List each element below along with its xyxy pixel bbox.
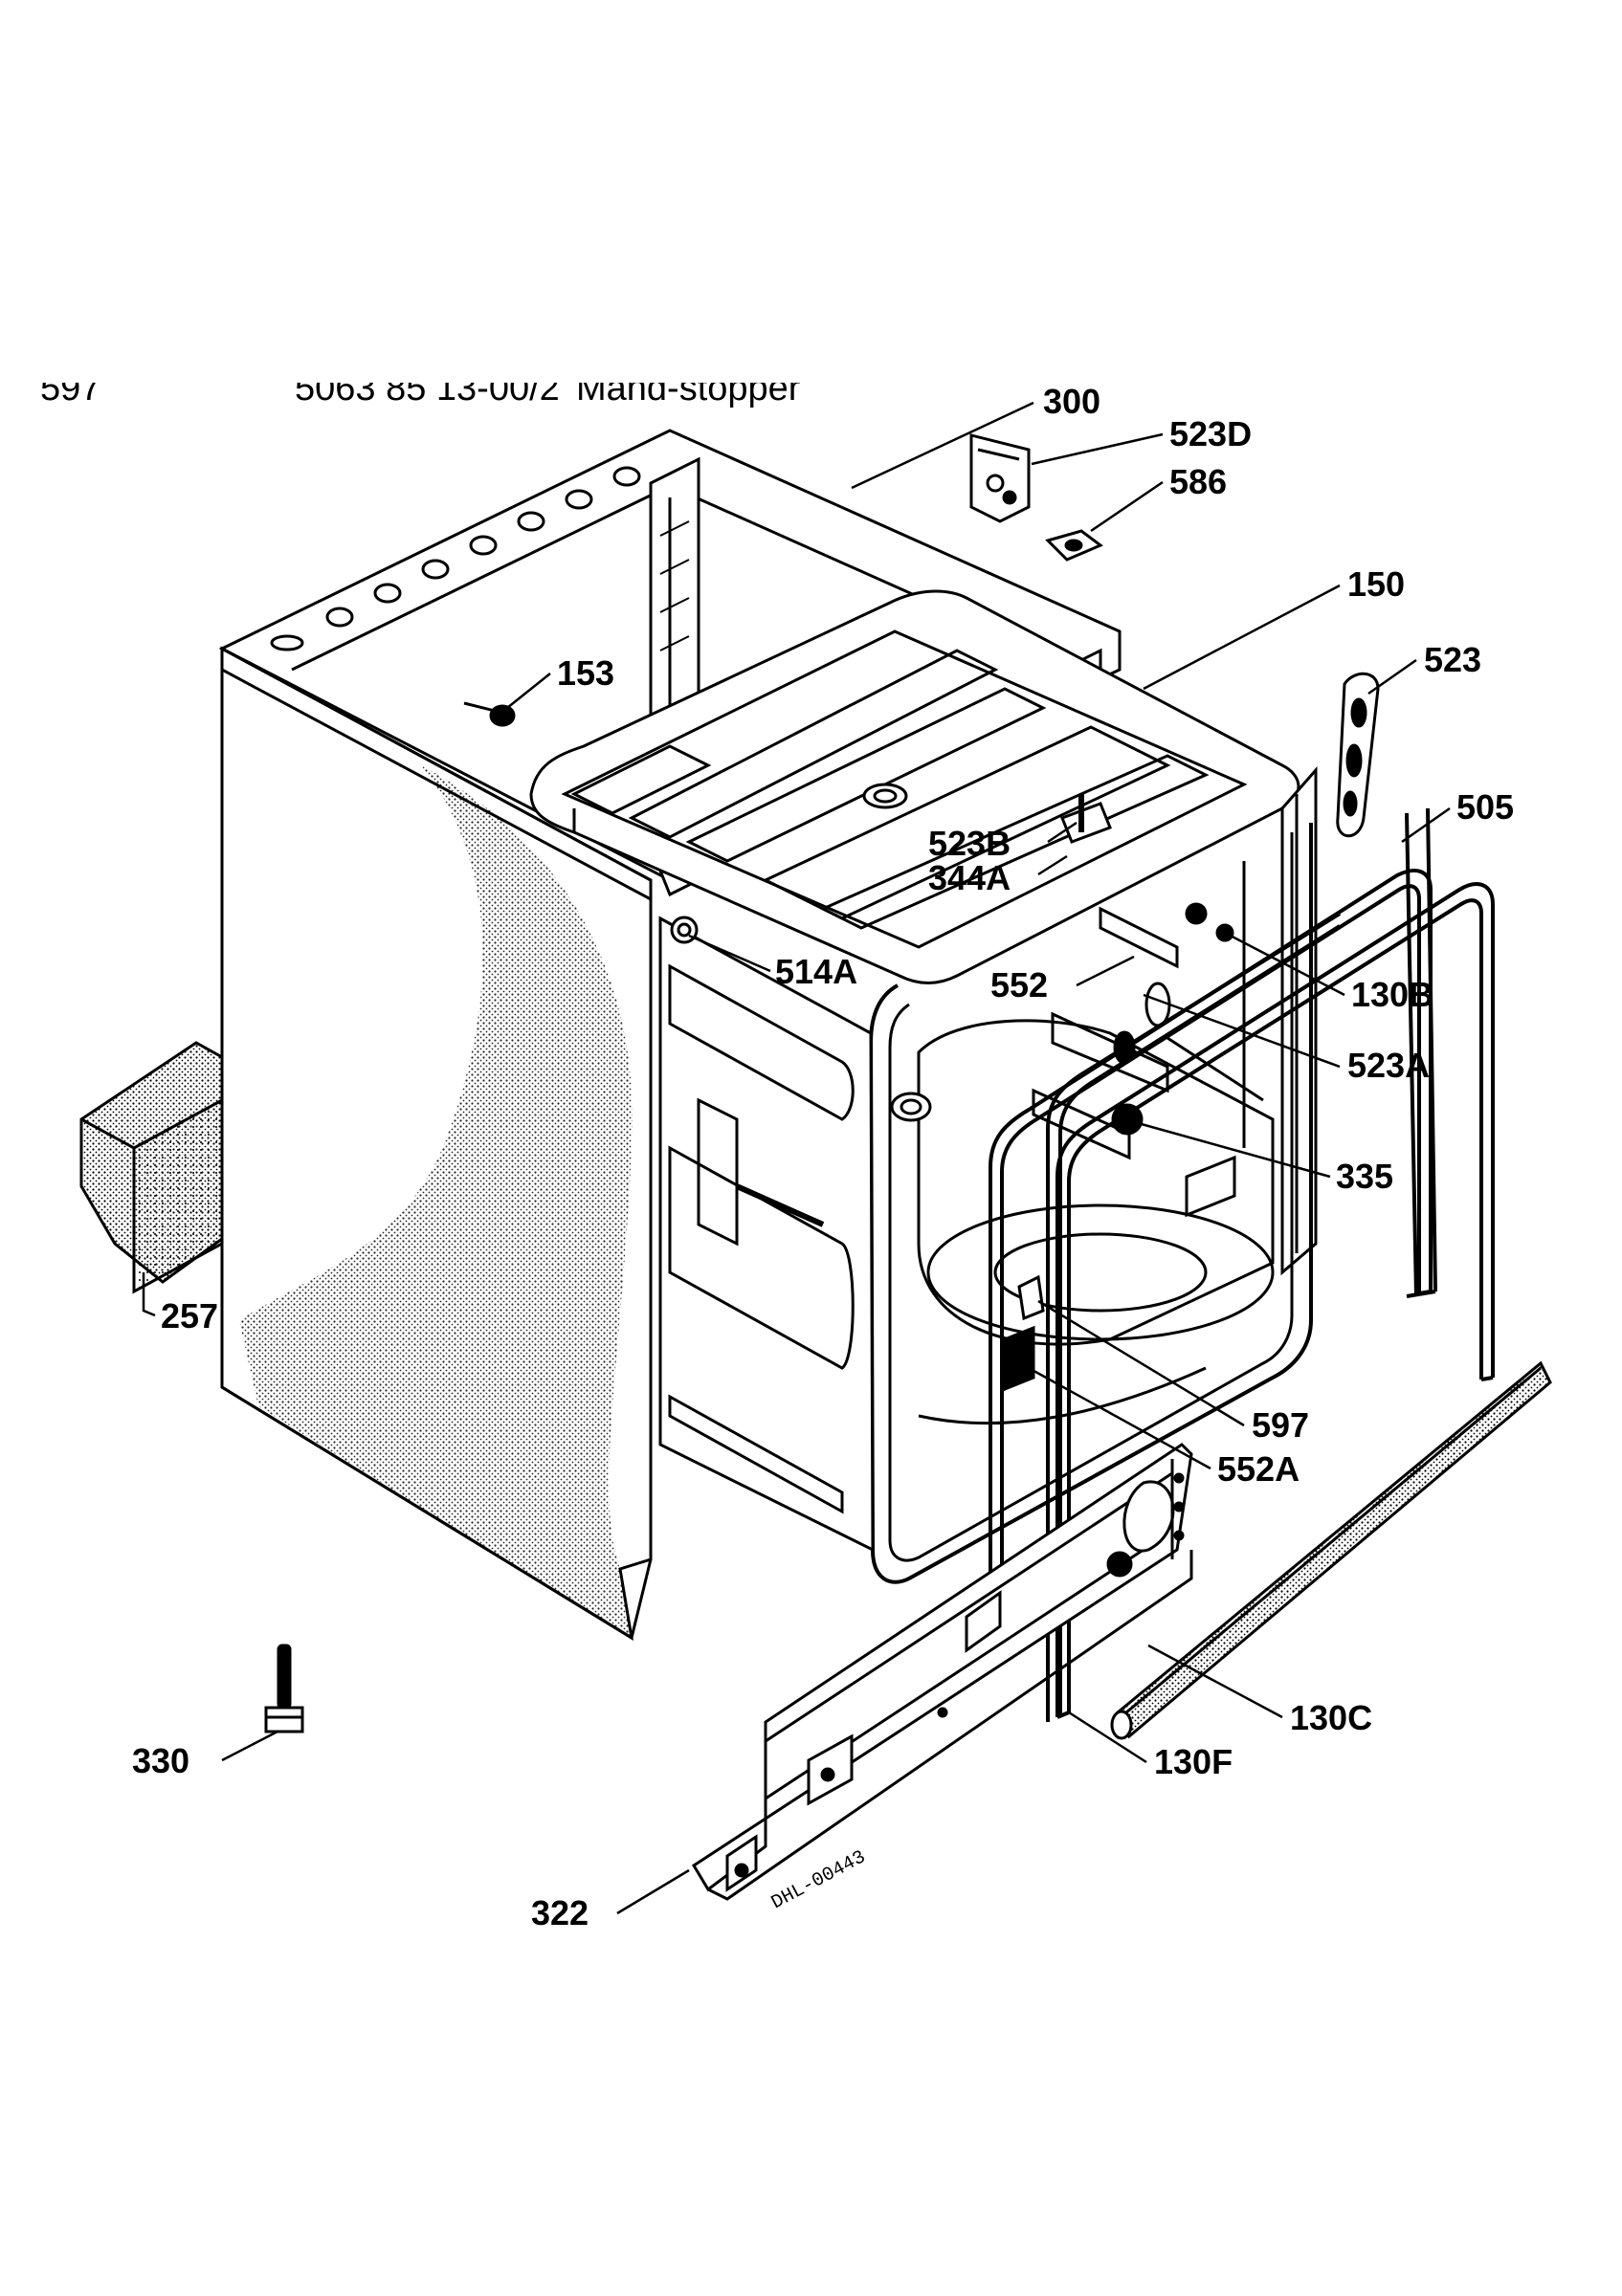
part-153-screw [463, 701, 516, 727]
callout-523: 523 [1424, 640, 1481, 679]
callout-257: 257 [161, 1296, 218, 1336]
callout-523a: 523A [1347, 1046, 1430, 1085]
callout-586: 586 [1169, 462, 1227, 501]
part-257-block [79, 1041, 224, 1294]
callout-523d: 523D [1169, 414, 1252, 453]
bolt-330 [264, 1644, 304, 1733]
drawing-code: DHL-00443 [767, 1846, 869, 1914]
callout-153: 153 [557, 653, 614, 693]
callout-552a: 552A [1217, 1449, 1300, 1489]
callout-130c: 130C [1290, 1698, 1372, 1737]
part-523d [969, 433, 1031, 523]
part-523-bracket [1336, 672, 1380, 838]
cut-off-header: 597 5063 85 13-00/2 Mand-stopper [0, 354, 1622, 408]
part-523b-clip [1060, 794, 1112, 844]
callout-514a: 514A [775, 952, 857, 991]
callout-523b: 523B [928, 824, 1011, 863]
leader-lines [142, 401, 1451, 1915]
callout-130f: 130F [1154, 1742, 1233, 1781]
callout-322: 322 [531, 1893, 589, 1932]
callout-330: 330 [132, 1741, 189, 1780]
callout-552: 552 [990, 965, 1048, 1004]
callout-344a: 344A [928, 858, 1011, 897]
part-586 [1045, 529, 1103, 562]
bottom-seal-130c [1110, 1360, 1552, 1740]
callout-150: 150 [1347, 564, 1405, 604]
tub-assembly [529, 589, 1318, 1584]
callout-505: 505 [1456, 787, 1514, 827]
callout-335: 335 [1336, 1157, 1393, 1196]
rear-seal-strip [1405, 807, 1437, 1298]
callout-300: 300 [1043, 382, 1100, 421]
door-seal-130f [1046, 912, 1342, 1722]
callout-130b: 130B [1351, 975, 1433, 1014]
base-frame-322 [691, 1443, 1193, 1901]
callout-labels: 300 523D 586 150 523 153 505 523B 344A 5… [132, 382, 1514, 1932]
part-597-stopper [1003, 1274, 1045, 1392]
callout-597: 597 [1252, 1405, 1309, 1445]
